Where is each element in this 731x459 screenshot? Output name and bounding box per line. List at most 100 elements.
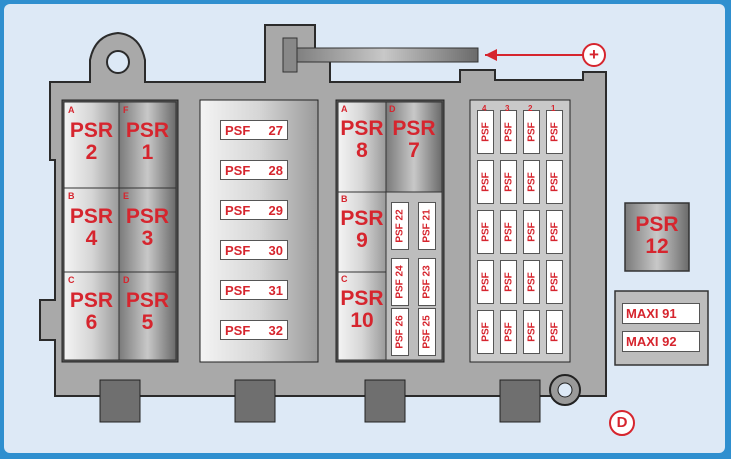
mini-fuse: PSF (546, 110, 563, 154)
mini-fuse-label: PSF (503, 222, 514, 242)
fuse-psf: PSF 31 (220, 280, 288, 300)
relay-name: PSR (340, 207, 384, 230)
relay-number: 8 (356, 139, 368, 163)
mini-fuse: PSF (546, 310, 563, 354)
small-fuse: PSF 25 (418, 308, 436, 356)
mini-fuse-number: 1 (551, 104, 556, 113)
mini-fuse-label: PSF (549, 272, 560, 292)
relay-number: 3 (141, 227, 154, 251)
relay-number: 2 (85, 141, 98, 165)
mini-fuse-label: PSF (503, 272, 514, 292)
fuse-number: 30 (268, 242, 283, 258)
positive-terminal-icon: + (582, 43, 606, 67)
fuse-name: PSF (394, 329, 406, 349)
mini-fuse: PSF (500, 110, 517, 154)
mini-fuse: PSF (477, 110, 494, 154)
small-fuse: PSF 23 (418, 258, 436, 306)
relay-position-letter: A (68, 105, 75, 115)
relay-name: PSR (69, 119, 114, 142)
relay-name: PSR (340, 117, 384, 140)
relay-name: PSR (392, 117, 436, 140)
cable (289, 47, 479, 63)
marker-d-badge: D (609, 410, 635, 436)
fuse-number: 23 (421, 265, 433, 277)
mini-fuse: PSF (523, 310, 540, 354)
relay-position-letter: F (123, 105, 129, 115)
fuse-name: PSF (225, 282, 251, 298)
mini-fuse-label: PSF (526, 222, 537, 242)
fuse-name: PSF (225, 242, 251, 258)
mini-fuse: PSF (546, 160, 563, 204)
mini-fuse-label: PSF (503, 322, 514, 342)
relay-position-letter: A (341, 104, 348, 114)
fuse-number: 31 (268, 282, 283, 298)
relay-name: PSR (125, 289, 170, 312)
mini-fuse-number: 2 (528, 104, 533, 113)
relay-position-letter: D (389, 104, 396, 114)
fuse-number: 26 (394, 315, 406, 327)
relay-number: 5 (141, 311, 154, 335)
small-fuse-label: PSF 22 (395, 209, 406, 242)
mini-fuse-label: PSF (503, 122, 514, 142)
mini-fuse: PSF (477, 260, 494, 304)
mini-fuse-label: PSF (526, 122, 537, 142)
relay-number: 7 (408, 139, 420, 163)
legs (99, 379, 541, 423)
relay-number: 9 (356, 229, 368, 253)
mini-fuse-label: PSF (503, 172, 514, 192)
relay-position-letter: D (123, 275, 130, 285)
relay-name: PSR (125, 205, 170, 228)
mini-fuse-label: PSF (549, 222, 560, 242)
fuse-number: 27 (268, 122, 283, 138)
relay-position-letter: C (341, 274, 348, 284)
mini-fuse: PSF (523, 210, 540, 254)
mini-fuse: PSF (523, 160, 540, 204)
relay-position-letter: B (68, 191, 75, 201)
relay-position-letter: C (68, 275, 75, 285)
mini-fuse: PSF (500, 210, 517, 254)
mini-fuse: PSF (500, 160, 517, 204)
relay-name: PSR (69, 205, 114, 228)
mini-fuse-label: PSF (526, 172, 537, 192)
mini-fuse: PSF (477, 310, 494, 354)
relay-number: 10 (350, 309, 374, 333)
fuse-name: PSF (225, 122, 251, 138)
mini-fuse-label: PSF (549, 322, 560, 342)
psr12-box (624, 202, 690, 272)
mini-fuse: PSF (477, 160, 494, 204)
mini-fuse-label: PSF (480, 122, 491, 142)
small-fuse: PSF 22 (391, 202, 409, 250)
mini-fuse: PSF (523, 110, 540, 154)
relay-name: PSR (69, 289, 114, 312)
fuse-psf: PSF 30 (220, 240, 288, 260)
mini-fuse-label: PSF (480, 272, 491, 292)
mini-fuse-label: PSF (526, 272, 537, 292)
relay-position-letter: E (123, 191, 130, 201)
maxi-92-fuse: MAXI 92 (622, 331, 700, 352)
fuse-name: PSF (421, 329, 433, 349)
fuse-name: PSF (394, 279, 406, 299)
mini-fuse: PSF (500, 310, 517, 354)
fuse-name: PSF (421, 223, 433, 243)
relay-number: 4 (85, 227, 98, 251)
relay-number: 6 (85, 311, 98, 335)
mini-fuse-label: PSF (480, 322, 491, 342)
mount-hole (106, 50, 130, 74)
fuse-name: PSF (225, 202, 251, 218)
fuse-number: 32 (268, 322, 283, 338)
fuse-psf: PSF 27 (220, 120, 288, 140)
arrow-head (485, 49, 497, 61)
mini-fuse-number: 4 (482, 104, 487, 113)
fuse-number: 24 (394, 265, 406, 277)
